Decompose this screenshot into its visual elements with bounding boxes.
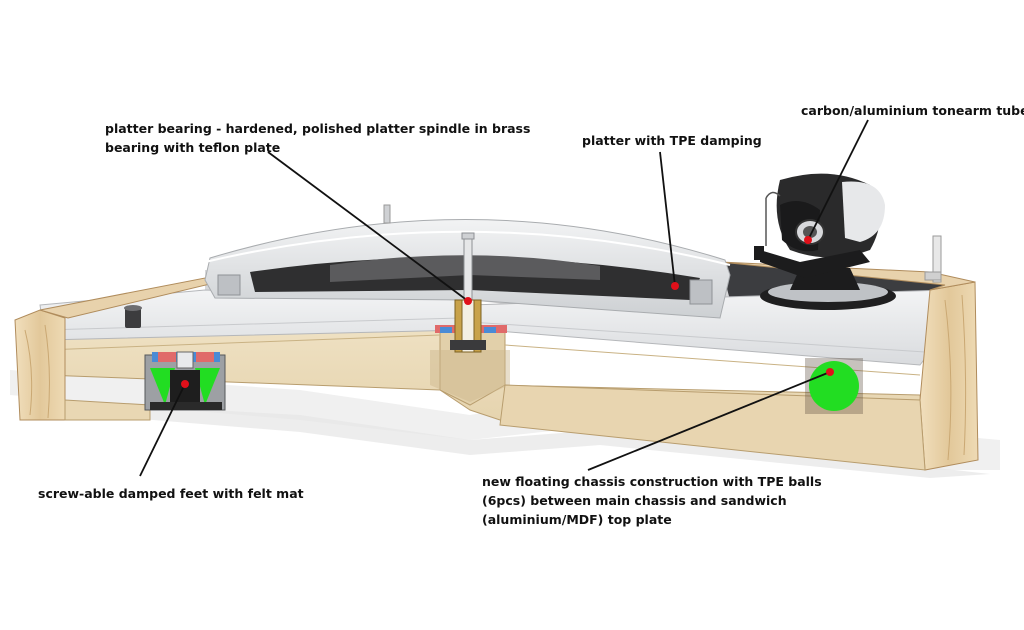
label-floating-chassis-line1: new floating chassis construction with T… (482, 474, 822, 489)
label-floating-chassis-line2: (6pcs) between main chassis and sandwich (482, 493, 787, 508)
label-platter-bearing: platter bearing - hardened, polished pla… (105, 119, 530, 157)
marker-bearing (464, 297, 472, 305)
label-platter-bearing-line1: platter bearing - hardened, polished pla… (105, 121, 531, 136)
label-floating-chassis: new floating chassis construction with T… (482, 472, 822, 529)
label-damped-feet: screw-able damped feet with felt mat (38, 486, 304, 501)
marker-platter (671, 282, 679, 290)
plinth-bottom (64, 384, 926, 471)
leader-line-chassis (587, 371, 831, 471)
label-platter-bearing-line2: bearing with teflon plate (105, 140, 281, 155)
feet-adjuster (124, 305, 142, 328)
platter-spindle (461, 232, 475, 301)
brass-bearing (435, 299, 507, 353)
tpe-ball (805, 358, 863, 414)
tonearm-assembly (754, 173, 942, 310)
label-floating-chassis-line3: (aluminium/MDF) top plate (482, 512, 672, 527)
label-platter-damping: platter with TPE damping (582, 133, 762, 148)
leader-line-bearing (267, 151, 469, 302)
marker-chassis (826, 368, 834, 376)
marker-tonearm (804, 236, 812, 244)
leader-line-platter (659, 151, 676, 287)
wood-side-right (719, 261, 979, 471)
leader-line-tonearm (807, 119, 869, 241)
red-markers (181, 236, 834, 388)
label-tonearm-tube: carbon/aluminium tonearm tube (801, 103, 1024, 118)
leader-lines (139, 119, 869, 477)
marker-feet (181, 380, 189, 388)
leader-line-feet (139, 383, 186, 477)
